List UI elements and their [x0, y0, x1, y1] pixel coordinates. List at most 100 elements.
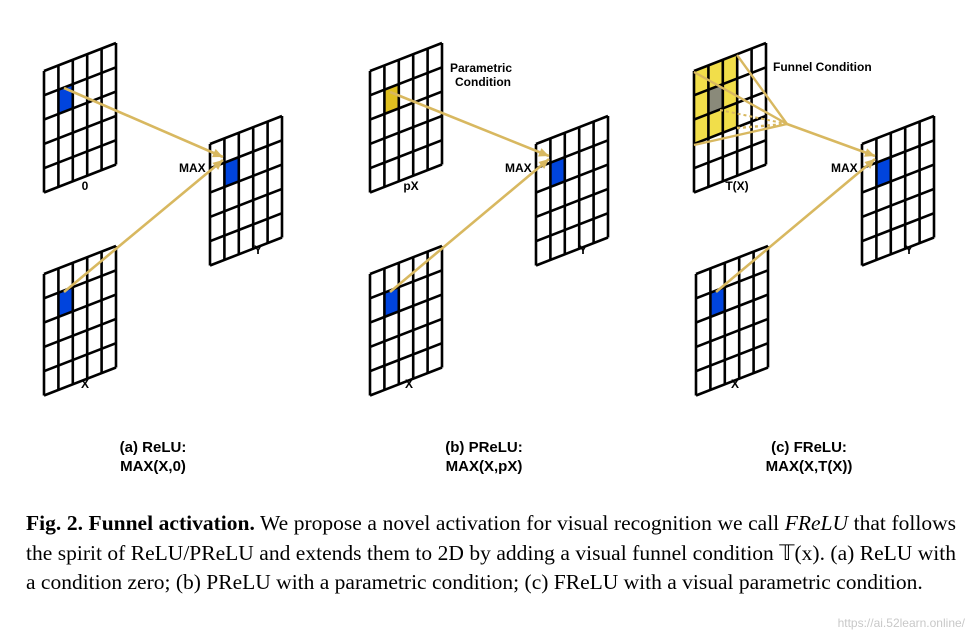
- prelu-output-grid-highlight-cell: [550, 157, 565, 187]
- frelu-input-grid-hline: [695, 293, 769, 324]
- prelu-arrow-param-shaft: [389, 90, 550, 158]
- prelu-input-grid-hline: [369, 244, 443, 276]
- prelu-arrow-param-head: [538, 148, 549, 157]
- subcaption-relu-title: (a) ReLU:: [119, 439, 187, 456]
- relu-input-grid-hline: [43, 366, 117, 397]
- prelu-input-grid-hline: [369, 341, 443, 373]
- prelu-output-grid: [534, 114, 610, 267]
- frelu-condition-grid-hline: [693, 41, 767, 73]
- frelu-condition-grid: [692, 41, 768, 194]
- frelu-output-grid-hline: [861, 163, 935, 194]
- frelu-input-grid-hline: [695, 244, 769, 276]
- frelu-output-grid-hline: [861, 139, 935, 170]
- frelu-condition-grid-hline: [693, 90, 767, 121]
- prelu-input-label: X: [405, 377, 413, 391]
- prelu-output-grid-hline: [535, 163, 609, 194]
- relu-zero-grid-hline: [43, 66, 117, 97]
- frelu-input-grid-hline: [695, 269, 769, 300]
- relu-output-label: Y: [254, 243, 262, 257]
- prelu-param-grid-hline: [369, 138, 443, 170]
- frelu-output-label: Y: [905, 243, 913, 257]
- relu-output-grid-hline: [209, 163, 283, 194]
- prelu-input-grid-hline: [369, 317, 443, 349]
- relu-output-grid-hline: [209, 187, 283, 219]
- prelu-param-grid-hline: [369, 90, 443, 121]
- relu-output-grid-hline: [209, 114, 283, 146]
- frelu-output-grid-hline: [861, 236, 935, 267]
- subcaption-prelu: (b) PReLU: MAX(X,pX): [414, 438, 554, 476]
- frelu-condition-grid-highlight-cell: [708, 84, 723, 114]
- frelu-output-grid-hline: [861, 187, 935, 219]
- relu-output-grid-hline: [209, 236, 283, 267]
- relu-arrow-zero-head: [212, 148, 223, 158]
- prelu-param-grid: [368, 41, 444, 194]
- relu-arrow-input: [63, 158, 224, 294]
- relu-zero-grid-hline: [43, 114, 117, 146]
- watermark: https://ai.52learn.online/: [837, 616, 965, 630]
- frelu-arrow-input-head: [864, 159, 875, 169]
- frelu-condition-label: T(X): [725, 179, 748, 193]
- prelu-param-grid-hline: [369, 114, 443, 146]
- prelu-input-grid-hline: [369, 269, 443, 300]
- frelu-funnel-edge: [736, 122, 788, 130]
- prelu-param-grid-hline: [369, 163, 443, 194]
- frelu-arrow-condition: [786, 122, 876, 158]
- frelu-arrow-input: [715, 158, 876, 293]
- relu-zero-grid: [42, 41, 118, 194]
- relu-arrow-input-head: [212, 160, 223, 170]
- frelu-condition-grid-hline: [693, 163, 767, 194]
- relu-input-grid-hline: [43, 341, 117, 373]
- frelu-arrow-condition-head: [864, 148, 875, 157]
- subcaption-frelu: (c) FReLU: MAX(X,T(X)): [739, 438, 879, 476]
- figure-caption: Fig. 2. Funnel activation. We propose a …: [26, 509, 956, 598]
- frelu-input-grid-hline: [695, 317, 769, 349]
- frelu-output-grid-hline: [861, 114, 935, 146]
- prelu-condition-label-2: Condition: [455, 75, 511, 89]
- relu-arrow-zero-shaft: [63, 86, 224, 159]
- relu-output-grid-hline: [209, 139, 283, 170]
- prelu-output-grid-hline: [535, 187, 609, 219]
- frelu-funnel-edge: [693, 70, 788, 126]
- subcaption-frelu-title: (c) FReLU:: [771, 439, 847, 456]
- prelu-arrow-input: [389, 158, 550, 293]
- prelu-output-grid-hline: [535, 114, 609, 146]
- subcaption-prelu-title: (b) PReLU:: [445, 439, 523, 456]
- frelu-input-grid-hline: [695, 366, 769, 397]
- caption-frelu-name: FReLU: [784, 511, 849, 535]
- relu-input-grid-hline: [43, 317, 117, 349]
- caption-prefix: Fig. 2. Funnel activation.: [26, 511, 255, 535]
- relu-input-grid-hline: [43, 269, 117, 300]
- prelu-param-label: pX: [403, 179, 418, 193]
- relu-zero-grid-hline: [43, 138, 117, 170]
- prelu-max-label: MAX: [505, 161, 532, 175]
- relu-input-grid-highlight-cell: [58, 287, 73, 317]
- relu-output-grid-highlight-cell: [224, 157, 239, 187]
- subcaption-prelu-formula: MAX(X,pX): [445, 458, 523, 475]
- frelu-funnel-edge: [736, 54, 788, 125]
- prelu-output-label: Y: [579, 243, 587, 257]
- frelu-input-grid-hline: [695, 341, 769, 373]
- frelu-output-grid: [860, 114, 936, 267]
- frelu-input-grid: [694, 244, 770, 397]
- relu-arrow-input-shaft: [63, 158, 224, 294]
- relu-zero-grid-hline: [43, 41, 117, 73]
- caption-text-3: . (a) ReLU with a condition zero; (b) PR…: [26, 540, 956, 595]
- frelu-output-grid-highlight-cell: [876, 157, 891, 187]
- prelu-input-grid-highlight-cell: [384, 287, 399, 317]
- prelu-param-grid-highlight-cell: [384, 84, 399, 114]
- caption-text-2: that follows the spirit of ReLU/PReLU an…: [26, 511, 956, 565]
- subcaption-frelu-formula: MAX(X,T(X)): [765, 458, 853, 475]
- prelu-arrow-input-head: [538, 159, 549, 169]
- prelu-output-grid-hline: [535, 211, 609, 243]
- subcaption-relu: (a) ReLU: MAX(X,0): [88, 438, 218, 476]
- relu-input-grid-hline: [43, 244, 117, 276]
- relu-input-grid-hline: [43, 293, 117, 324]
- caption-text-1: We propose a novel activation for visual…: [254, 511, 785, 535]
- frelu-input-grid-highlight-cell: [710, 287, 725, 317]
- subcaption-relu-formula: MAX(X,0): [120, 458, 186, 475]
- prelu-param-grid-hline: [369, 66, 443, 97]
- relu-input-grid: [42, 244, 118, 397]
- relu-arrow-zero: [63, 86, 224, 159]
- prelu-arrow-param: [389, 90, 550, 158]
- relu-output-grid: [208, 114, 284, 267]
